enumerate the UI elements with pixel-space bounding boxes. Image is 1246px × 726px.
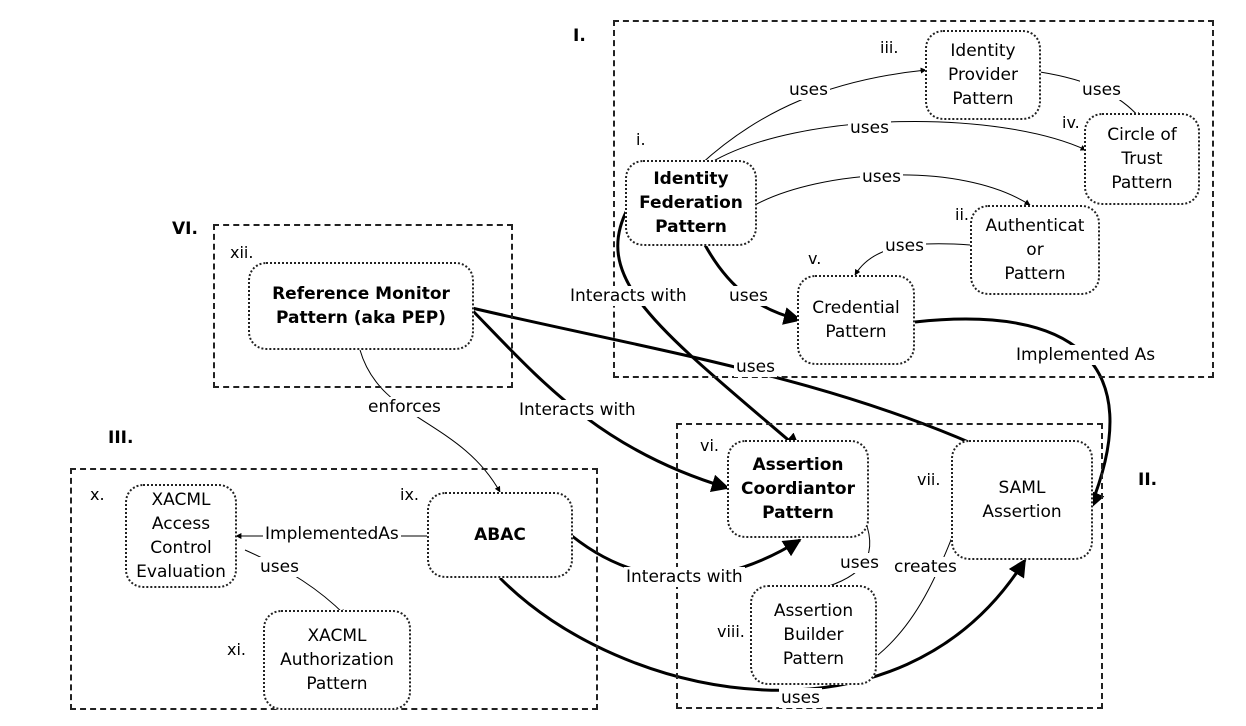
- label-interacts-rm-ac: Interacts with: [517, 400, 638, 420]
- label-uses-abac-saml: uses: [779, 688, 822, 708]
- node-authenticator: Authenticat or Pattern: [970, 205, 1100, 295]
- node-credential: Credential Pattern: [797, 275, 915, 365]
- node-reference-monitor: Reference Monitor Pattern (aka PEP): [248, 262, 474, 350]
- label-uses-rm-saml: uses: [734, 357, 777, 377]
- label-implemented-cred-saml: Implemented As: [1014, 345, 1158, 365]
- edge-idf-to-cot: [709, 120, 1087, 164]
- group-II-label: II.: [1138, 470, 1158, 490]
- node-abac: ABAC: [427, 492, 573, 578]
- num-abac: ix.: [400, 485, 419, 504]
- group-I-label: I.: [573, 26, 586, 46]
- label-uses-idf-cred: uses: [727, 286, 770, 306]
- num-assertion-coordinator: vi.: [700, 436, 719, 455]
- num-credential: v.: [808, 249, 822, 268]
- label-interacts-abac-ac: Interacts with: [624, 567, 745, 587]
- label-uses-idf-cot: uses: [848, 118, 891, 138]
- edge-xacml-to-authz: [244, 549, 346, 616]
- num-identity-federation: i.: [636, 130, 646, 149]
- label-uses-auth-cred: uses: [883, 236, 926, 256]
- group-VI: [213, 224, 513, 388]
- num-xacml-authz: xi.: [227, 640, 246, 659]
- group-III-label: III.: [108, 428, 134, 448]
- num-circle-of-trust: iv.: [1062, 113, 1080, 132]
- node-assertion-coordinator: Assertion Coordiantor Pattern: [727, 440, 869, 538]
- node-identity-provider: Identity Provider Pattern: [925, 30, 1041, 120]
- node-xacml-authz: XACML Authorization Pattern: [263, 610, 411, 710]
- label-uses-idp-cot: uses: [1080, 80, 1123, 100]
- group-II: [676, 423, 1103, 709]
- label-uses-idf-idp: uses: [787, 80, 830, 100]
- num-xacml-ace: x.: [90, 485, 105, 504]
- label-uses-ac-builder: uses: [838, 553, 881, 573]
- num-saml-assertion: vii.: [917, 470, 941, 489]
- group-I: [613, 20, 1214, 378]
- label-uses-xacml-authz: uses: [258, 557, 301, 577]
- node-circle-of-trust: Circle of Trust Pattern: [1084, 113, 1200, 205]
- label-creates-builder-saml: creates: [892, 557, 959, 577]
- num-assertion-builder: viii.: [717, 622, 745, 641]
- label-interacts-idf-ac: Interacts with: [568, 286, 689, 306]
- group-VI-label: VI.: [172, 219, 198, 239]
- edge-abac-to-saml: [498, 558, 1027, 692]
- label-implementedas-abac-xacml: ImplementedAs: [263, 524, 401, 544]
- node-assertion-builder: Assertion Builder Pattern: [750, 585, 877, 685]
- edge-idf-to-idp: [699, 67, 927, 166]
- edge-idf-to-ac: [616, 207, 802, 452]
- node-identity-federation: Identity Federation Pattern: [625, 160, 757, 246]
- num-reference-monitor: xii.: [230, 243, 254, 262]
- num-identity-provider: iii.: [880, 38, 899, 57]
- node-saml-assertion: SAML Assertion: [951, 440, 1093, 560]
- num-authenticator: ii.: [955, 205, 969, 224]
- node-xacml-ace: XACML Access Control Evaluation: [125, 484, 237, 588]
- label-uses-idf-auth: uses: [860, 167, 903, 187]
- label-enforces-rm-abac: enforces: [366, 397, 443, 417]
